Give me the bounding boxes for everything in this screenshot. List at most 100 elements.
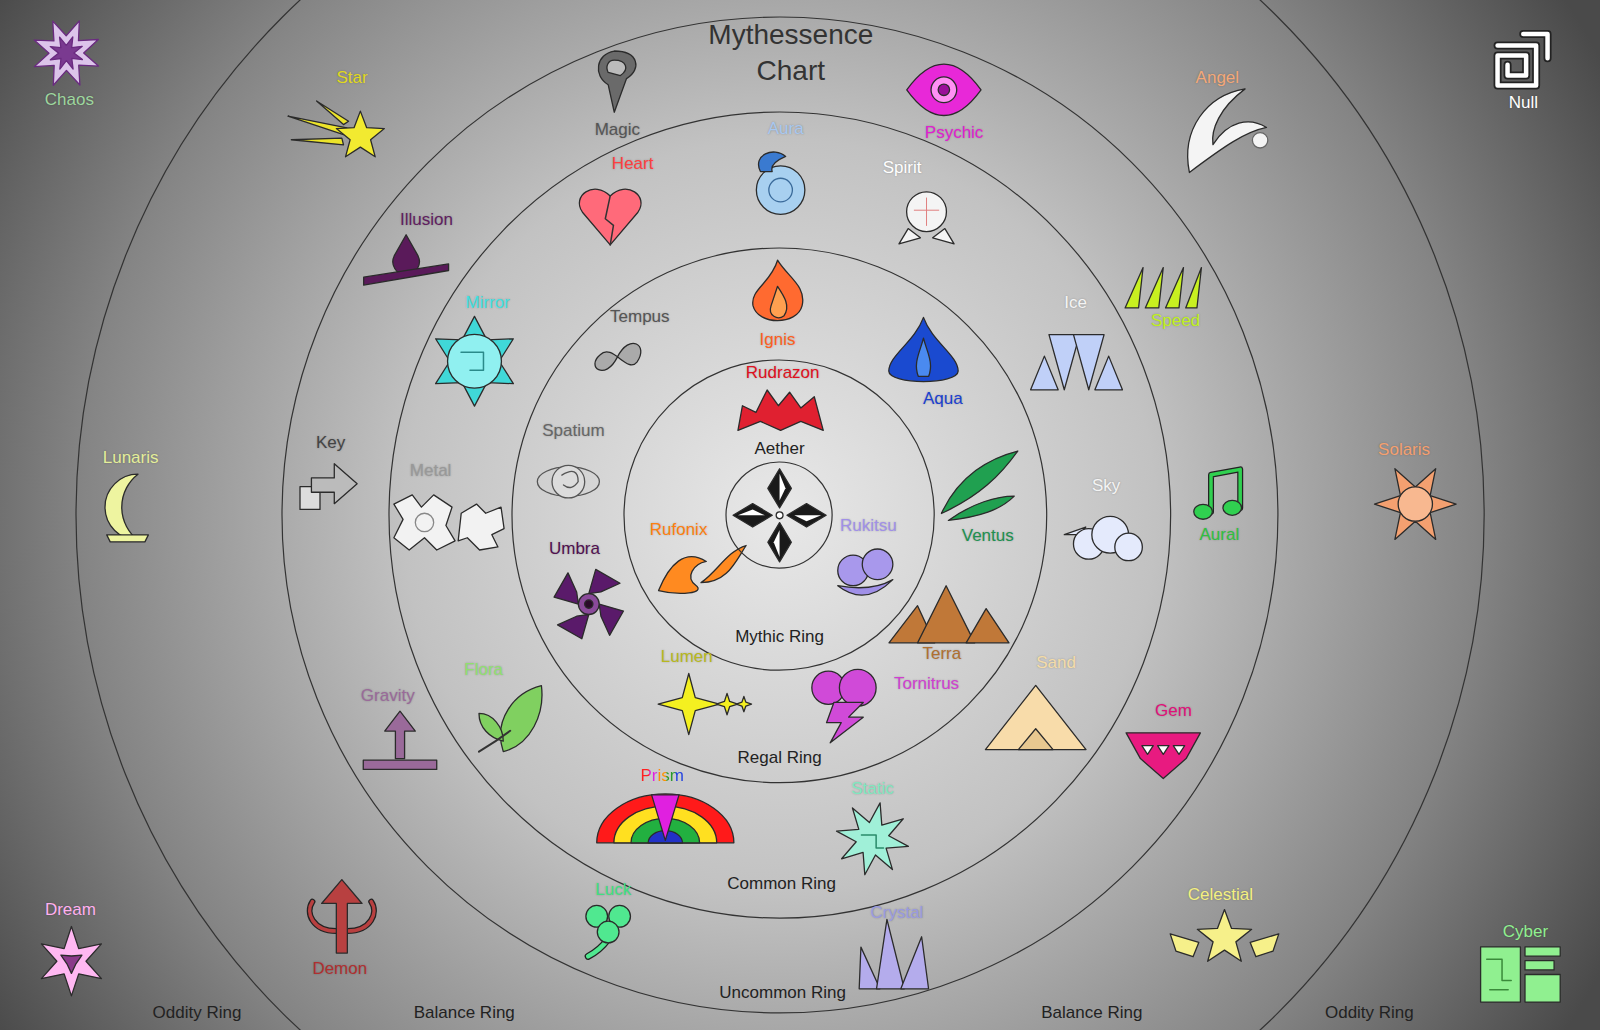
icon-part	[558, 614, 589, 638]
icon-part	[1252, 133, 1267, 148]
icon-part	[347, 902, 374, 931]
icon-part	[34, 21, 98, 85]
icon-part	[769, 178, 793, 202]
icon-part	[916, 338, 930, 376]
element-icon	[899, 192, 954, 244]
element-icon	[1498, 34, 1548, 85]
element-icon	[1374, 469, 1456, 540]
band-region: Common RingRegal RingMythic RingAether	[389, 112, 1171, 918]
icon-part	[598, 51, 636, 112]
element-label: Umbra	[549, 539, 600, 559]
icon-part	[1049, 335, 1080, 390]
element-icon	[1031, 335, 1123, 390]
icon-part	[385, 711, 416, 758]
element-icon	[537, 465, 599, 498]
icon-part	[899, 229, 920, 244]
element-icon	[859, 919, 928, 988]
icon-part	[347, 902, 374, 931]
icon-part	[607, 60, 626, 75]
icon-part	[659, 557, 707, 594]
band-outline	[512, 248, 1047, 783]
element-icon	[837, 803, 909, 875]
element-label: Lumen	[661, 647, 713, 667]
icon-part	[1523, 34, 1547, 58]
icon-part	[918, 586, 975, 643]
element-label: Ignis	[760, 330, 796, 350]
element-icon	[812, 669, 876, 742]
element-label: Rufonix	[650, 519, 708, 539]
icon-part	[1031, 356, 1059, 390]
icon-part	[759, 152, 786, 172]
band-label: Uncommon Ring	[719, 983, 846, 1003]
icon-part	[1145, 268, 1163, 308]
element-label: Prism	[641, 765, 684, 785]
element-label: Magic	[595, 119, 640, 139]
element-icon	[300, 464, 357, 510]
icon-part	[966, 609, 1009, 643]
element-label: Terra	[922, 644, 961, 664]
icon-part	[501, 686, 542, 752]
band-label: Oddity Ring	[1325, 1003, 1414, 1023]
element-label: Gravity	[361, 686, 415, 706]
element-label: Ventus	[962, 526, 1014, 546]
element-icon	[436, 316, 514, 406]
icon-part	[756, 166, 804, 214]
icon-part	[1481, 947, 1521, 1002]
element-icon	[753, 260, 803, 320]
element-icon	[1194, 469, 1242, 519]
icon-part	[1166, 268, 1184, 308]
element-label: Sand	[1036, 653, 1076, 673]
element-label: Flora	[464, 660, 503, 680]
band-outline	[726, 462, 832, 568]
band-label: Balance Ring	[414, 1003, 515, 1023]
icon-part	[914, 198, 938, 226]
icon-part	[1487, 959, 1511, 990]
element-label: Null	[1509, 93, 1538, 113]
band-label: Mythic Ring	[735, 626, 824, 646]
icon-part	[415, 513, 433, 531]
band-outline	[76, 0, 1484, 1030]
band-region: Regal RingMythic RingAether	[512, 248, 1047, 783]
icon-part	[1223, 500, 1242, 515]
element-label: Star	[336, 67, 367, 87]
element-icon	[598, 51, 636, 112]
element-icon	[595, 343, 641, 370]
core-label: Aether	[754, 439, 804, 459]
element-label: Tempus	[610, 307, 670, 327]
element-icon	[658, 673, 751, 734]
element-label: Gem	[1155, 701, 1192, 721]
icon-part	[701, 546, 746, 583]
core-disc: Aether	[726, 462, 832, 568]
element-label: Aura	[768, 118, 804, 138]
icon-part	[1170, 934, 1199, 957]
icon-part	[862, 549, 893, 580]
icon-part	[733, 504, 772, 528]
element-label: Metal	[410, 461, 452, 481]
icon-part	[1525, 961, 1554, 970]
band-region: Balance RingBalance RingUncommon RingCom…	[76, 0, 1484, 1030]
element-icon	[733, 469, 826, 562]
band-outline	[512, 248, 1047, 783]
band-outline	[624, 360, 934, 670]
icon-part	[907, 192, 947, 232]
element-label: Angel	[1196, 67, 1239, 87]
icon-part	[595, 343, 641, 370]
icon-part	[363, 760, 436, 769]
icon-part	[1125, 268, 1143, 308]
icon-part	[838, 580, 893, 595]
icon-part	[554, 573, 578, 604]
icon-part	[364, 264, 449, 285]
icon-part	[552, 465, 585, 498]
band-label: Oddity Ring	[153, 1003, 242, 1023]
icon-part	[794, 515, 821, 521]
icon-part	[50, 37, 82, 69]
element-icon	[394, 495, 504, 550]
icon-part	[599, 604, 623, 635]
element-label: Celestial	[1188, 885, 1253, 905]
element-icon	[364, 235, 449, 285]
icon-part	[780, 474, 786, 501]
icon-part	[1523, 34, 1547, 58]
